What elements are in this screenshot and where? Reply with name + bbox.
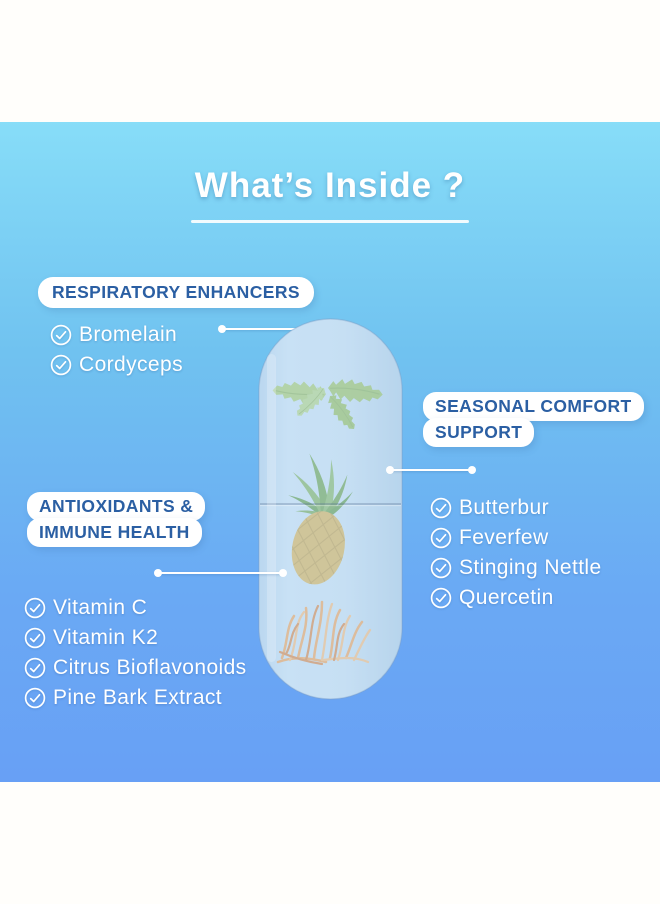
list-item: Stinging Nettle (430, 553, 602, 583)
list-item: Cordyceps (50, 350, 183, 380)
check-icon (430, 557, 452, 579)
check-icon (24, 627, 46, 649)
check-icon (430, 527, 452, 549)
item-label: Vitamin C (53, 596, 148, 619)
list-item: Bromelain (50, 320, 183, 350)
check-icon (50, 354, 72, 376)
list-item: Feverfew (430, 523, 602, 553)
page-title: What’s Inside ? (194, 166, 466, 205)
respiratory-enhancers-label: RESPIRATORY ENHANCERS (38, 277, 314, 308)
title-underline (191, 220, 469, 223)
seasonal-comfort-list: Butterbur Feverfew Stinging Nettle Querc… (430, 493, 602, 613)
item-label: Feverfew (459, 526, 549, 549)
check-icon (430, 587, 452, 609)
list-item: Citrus Bioflavonoids (24, 653, 247, 683)
capsule-image (258, 318, 403, 700)
antioxidants-immune-list: Vitamin C Vitamin K2 Citrus Bioflavonoid… (24, 593, 247, 713)
connector-respiratory (222, 328, 305, 330)
item-label: Citrus Bioflavonoids (53, 656, 247, 679)
item-label: Stinging Nettle (459, 556, 602, 579)
cordyceps-mushroom-image (276, 600, 372, 666)
list-item: Quercetin (430, 583, 602, 613)
check-icon (24, 597, 46, 619)
check-icon (50, 324, 72, 346)
item-label: Cordyceps (79, 353, 183, 376)
respiratory-enhancers-list: Bromelain Cordyceps (50, 320, 183, 380)
check-icon (24, 657, 46, 679)
check-icon (24, 687, 46, 709)
connector-seasonal (390, 469, 472, 471)
list-item: Vitamin K2 (24, 623, 247, 653)
item-label: Quercetin (459, 586, 554, 609)
item-label: Vitamin K2 (53, 626, 159, 649)
infographic-panel: What’s Inside ? RESPIRATORY ENHANCERS Br… (0, 122, 660, 782)
seasonal-comfort-label: SEASONAL COMFORT SUPPORT (423, 392, 644, 447)
item-label: Pine Bark Extract (53, 686, 223, 709)
antioxidants-immune-label: ANTIOXIDANTS & IMMUNE HEALTH (27, 492, 206, 547)
list-item: Butterbur (430, 493, 602, 523)
item-label: Bromelain (79, 323, 178, 346)
list-item: Vitamin C (24, 593, 247, 623)
list-item: Pine Bark Extract (24, 683, 247, 713)
item-label: Butterbur (459, 496, 549, 519)
connector-antioxidants (158, 572, 283, 574)
check-icon (430, 497, 452, 519)
